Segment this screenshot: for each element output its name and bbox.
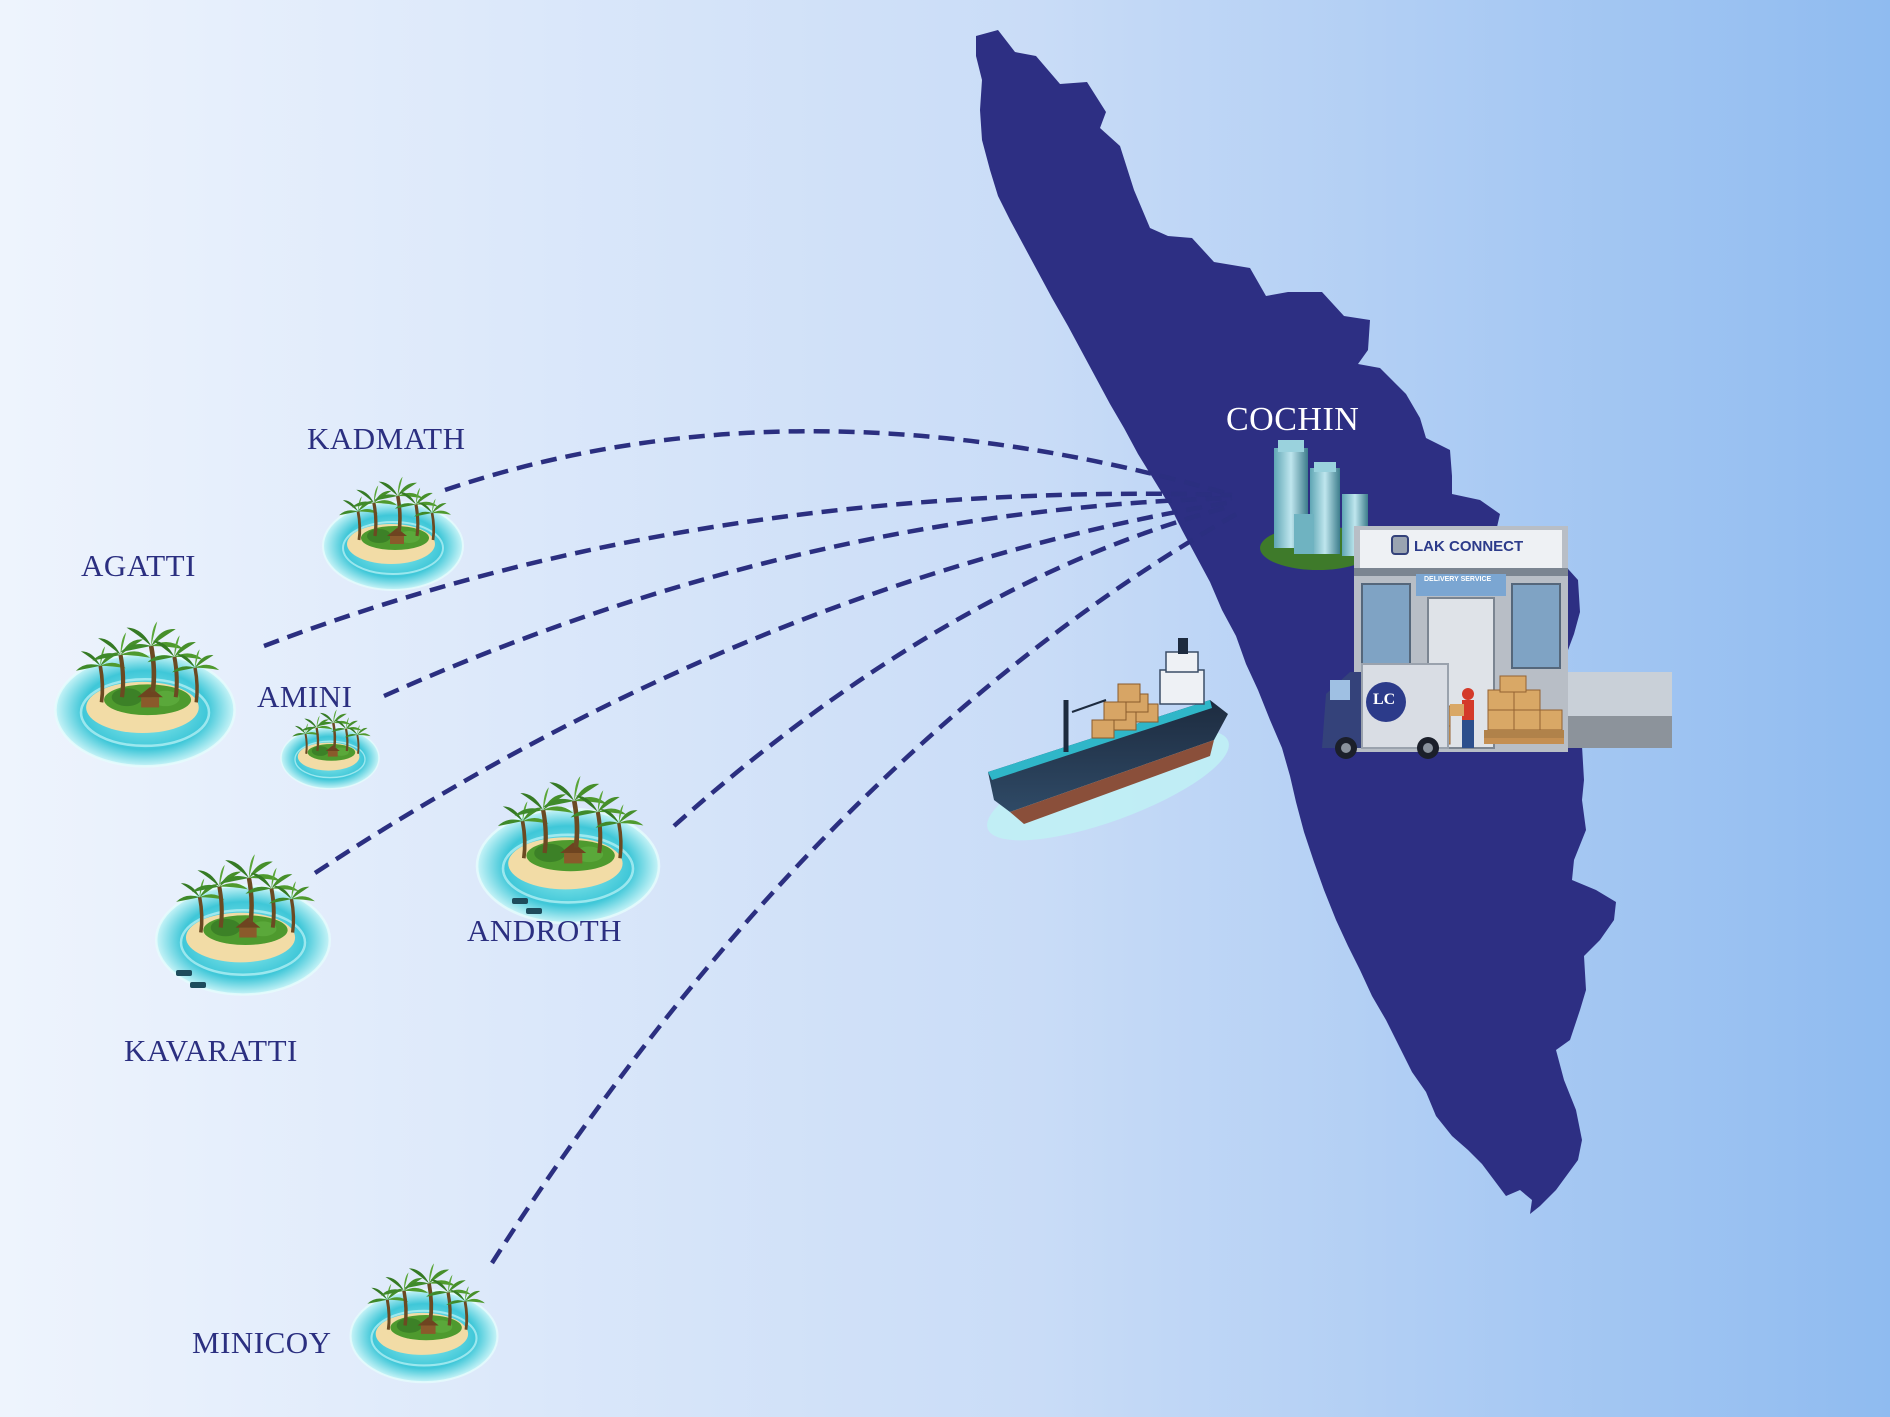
city-skyline-icon	[1260, 440, 1376, 570]
boat-icon	[176, 898, 542, 988]
pallet-stack	[1484, 738, 1564, 744]
hub-label-cochin: COCHIN	[1226, 401, 1360, 438]
island-label-amini: AMINI	[257, 679, 353, 714]
island-label-androth: ANDROTH	[467, 913, 623, 948]
island-label-minicoy: MINICOY	[192, 1325, 332, 1360]
route-androth	[672, 503, 1233, 828]
route-amini	[383, 495, 1233, 699]
kerala-landmass	[976, 30, 1616, 1214]
route-kavaratti	[313, 499, 1233, 875]
island-label-agatti: AGATTI	[81, 548, 196, 583]
truck-logo: LC	[1373, 691, 1396, 708]
island-label-kadmath: KADMATH	[307, 421, 466, 456]
route-agatti	[263, 491, 1233, 649]
warehouse-sub-sign: DELIVERY SERVICE	[1424, 576, 1492, 583]
route-minicoy	[490, 510, 1242, 1265]
worker-icon	[1450, 688, 1474, 748]
route-kadmath	[444, 428, 1233, 498]
warehouse-brand-sign: LAK CONNECT	[1414, 538, 1524, 555]
shipping-routes	[263, 428, 1242, 1265]
delivery-truck-icon	[1322, 663, 1449, 759]
island-label-kavaratti: KAVARATTI	[124, 1033, 298, 1068]
cargo-ship-icon	[987, 638, 1229, 841]
